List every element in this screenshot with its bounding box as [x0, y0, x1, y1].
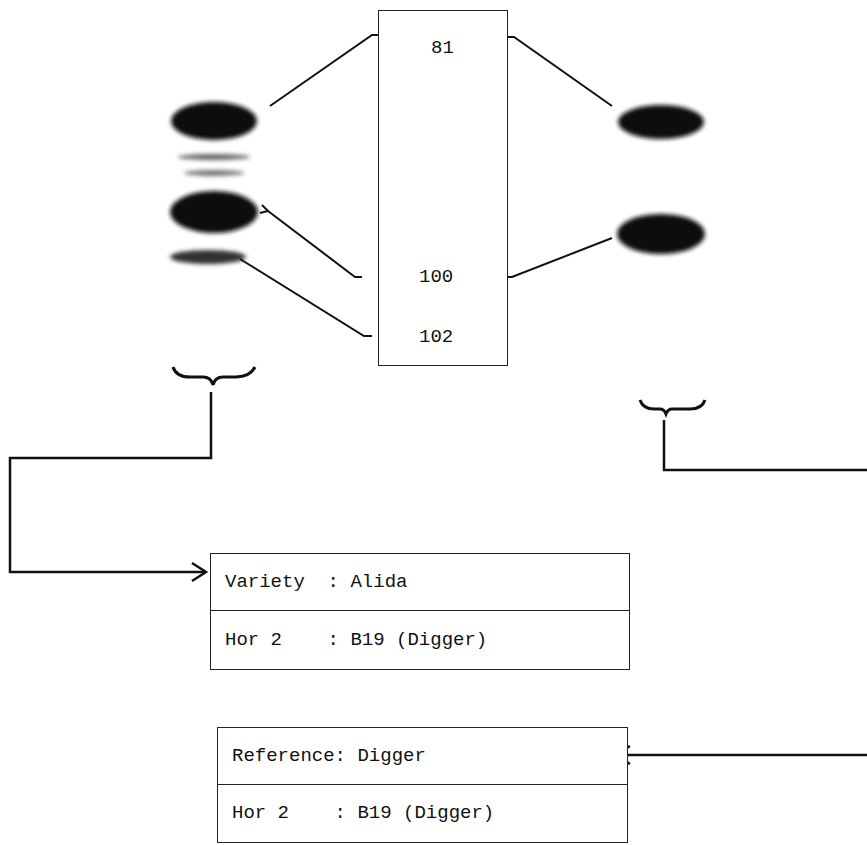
leader-line: [268, 211, 362, 277]
table-cell: Variety : Alida: [211, 554, 629, 611]
pointer-line: [10, 392, 211, 572]
band: [170, 250, 246, 264]
leader-line: [270, 35, 384, 106]
brace: [173, 367, 255, 385]
variety-table: Variety : AlidaHor 2 : B19 (Digger): [210, 553, 630, 670]
arrowhead: [260, 205, 268, 213]
pointer-arrows: [10, 392, 867, 764]
band: [170, 191, 258, 233]
size-number: 102: [419, 326, 453, 348]
leader-line: [500, 37, 612, 106]
table-cell: Hor 2 : B19 (Digger): [218, 785, 627, 842]
size-number: 100: [419, 266, 453, 288]
size-number: 81: [431, 37, 454, 59]
variety-table: Reference: DiggerHor 2 : B19 (Digger): [217, 727, 628, 843]
braces: [173, 367, 705, 414]
leader-line: [240, 259, 372, 336]
band: [178, 154, 250, 160]
leader-line: [500, 238, 612, 277]
band: [618, 105, 704, 139]
band: [617, 214, 705, 254]
pointer-line: [616, 754, 867, 757]
size-marker-box: 81 100 102: [378, 10, 508, 366]
band: [171, 102, 257, 140]
pointer-line: [664, 420, 867, 470]
brace: [640, 400, 705, 414]
arrowhead: [192, 563, 206, 581]
table-cell: Reference: Digger: [218, 728, 627, 785]
band: [184, 170, 244, 176]
table-cell: Hor 2 : B19 (Digger): [211, 611, 629, 668]
